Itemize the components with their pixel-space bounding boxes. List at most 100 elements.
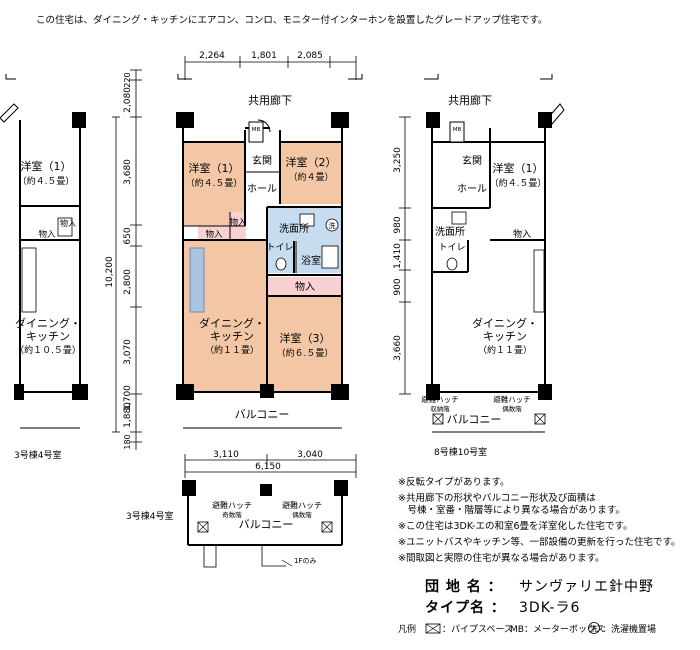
dim-left-220: 220 — [123, 72, 132, 87]
right-dk-label-2: キッチン — [483, 330, 527, 343]
dk-size: （約１１畳） — [205, 344, 259, 356]
variant-hatch-down: 避難ハッチ — [282, 500, 322, 510]
dim-right-3: 1,410 — [393, 243, 403, 269]
type-label: タイプ名 ： — [425, 600, 506, 616]
dim-bottom-total: 6,150 — [255, 462, 281, 472]
dim-left-1700: 1,700 — [123, 385, 133, 411]
closet-1-fill — [198, 226, 230, 240]
legend: 凡例 ：パイプスペース MB：メーターボックス ：洗濯機置場 — [398, 622, 656, 635]
left-western-label: 洋室（1） — [21, 159, 72, 173]
note-3: 号棟・室番・階層等により異なる場合があります。 — [398, 505, 625, 516]
right-dk-label: ダイニング・ — [472, 316, 538, 330]
estate-label: 団 地 名 ： — [425, 579, 503, 595]
variant-1f-note: 1Fのみ — [294, 557, 316, 565]
mb-label: MB — [252, 127, 261, 133]
legend-ps: ：パイプスペース — [442, 625, 513, 635]
right-hatch-down-sub: 偶数階 — [502, 404, 522, 413]
dim-right-4: 900 — [393, 278, 403, 295]
pipe-space-icon — [425, 623, 441, 634]
legend-label: 凡例 — [398, 625, 417, 635]
western-room-1-label: 洋室（1） — [189, 161, 240, 175]
type-row: タイプ名 ： 3DK-ラ6 — [425, 597, 579, 617]
note-6: ※間取図と実際の住宅が異なる場合があります。 — [398, 553, 605, 564]
variant-balcony-label: バルコニー — [239, 518, 294, 531]
right-mb-label: MB — [453, 127, 462, 133]
right-dk-size: （約１１畳） — [478, 344, 532, 356]
dim-left-5: 3,070 — [123, 339, 133, 365]
right-hatch-down: 避難ハッチ — [493, 394, 531, 404]
entrance-label: 玄関 — [252, 154, 272, 167]
dim-left-1: 2,080 — [123, 87, 133, 113]
western-room-2-fill — [280, 142, 342, 204]
dim-right-2: 980 — [393, 216, 403, 233]
dim-bottom-1: 3,110 — [213, 450, 239, 460]
variant-caption: 3号棟4号室 — [126, 510, 173, 522]
western-room-2-label: 洋室（2） — [286, 155, 337, 169]
dim-left-2: 3,680 — [123, 159, 133, 185]
right-corridor-label: 共用廊下 — [448, 93, 492, 107]
note-1: ※反転タイプがあります。 — [398, 477, 510, 488]
variant-hatch-up: 避難ハッチ — [212, 500, 252, 510]
dim-bottom-2: 3,040 — [297, 450, 323, 460]
closet-label-2: 物入 — [229, 217, 247, 228]
toilet-icon — [275, 257, 287, 271]
balcony-variant: 避難ハッチ 奇数階 避難ハッチ 偶数階 バルコニー 1Fのみ 3号棟4号室 — [126, 480, 348, 568]
western-room-2-size: （約４畳） — [288, 171, 333, 183]
western-room-3-fill — [267, 296, 342, 392]
dk-label-2: キッチン — [210, 330, 254, 343]
note-2: ※共用廊下の形状やバルコニー形状及び面積は — [398, 493, 596, 504]
dim-right-5: 3,660 — [393, 335, 403, 361]
dim-left-4: 2,800 — [123, 269, 133, 295]
right-unit-caption: 8号棟10号室 — [434, 446, 487, 458]
right-washroom-label: 洗面所 — [435, 226, 465, 238]
closet-label-1: 物入 — [205, 229, 223, 240]
right-hall-label: ホール — [457, 183, 487, 195]
washroom-label: 洗面所 — [279, 223, 309, 235]
washer-mark: 洗 — [329, 221, 336, 230]
balcony-label: バルコニー — [235, 408, 290, 421]
legend-washer-mark: 洗 — [591, 624, 598, 633]
western-room-3-label: 洋室（3） — [280, 331, 331, 345]
dim-top-1: 2,264 — [199, 51, 225, 61]
variant-hatch-up-sub: 奇数階 — [222, 510, 242, 519]
note-5: ※ユニットバスやキッチン等、一部設備の更新を行った住宅です。 — [398, 537, 681, 548]
variant-hatch-down-sub: 偶数階 — [292, 510, 312, 519]
estate-row: 団 地 名 ： サンヴァリエ針中野 — [425, 576, 653, 596]
hall-label: ホール — [247, 183, 277, 195]
legend-washer-icon — [588, 622, 600, 634]
headline: この住宅は、ダイニング・キッチンにエアコン、コンロ、モニター付インターホンを設置… — [36, 15, 548, 26]
right-closet-label: 物入 — [513, 228, 531, 240]
type-name: 3DK-ラ6 — [519, 600, 581, 616]
left-closet-1: 物入 — [38, 229, 56, 240]
dim-top-3: 2,085 — [297, 51, 323, 61]
left-unit: 洋室（1） （約４.５畳） 物入 物入 ダイニング・ キッチン （約１０.５畳）… — [0, 103, 88, 461]
sink-icon — [299, 213, 315, 227]
left-dk-label-2: キッチン — [26, 330, 70, 343]
meter-box — [248, 121, 264, 143]
dim-left-6: 1,880 — [123, 402, 133, 428]
dim-left-180: 180 — [123, 434, 132, 449]
estate-name: サンヴァリエ針中野 — [519, 579, 654, 595]
right-balcony-label: バルコニー — [447, 413, 502, 426]
dim-left-3: 650 — [123, 227, 133, 244]
left-dimension-line — [112, 69, 142, 450]
western-room-3-size: （約６.５畳） — [277, 347, 334, 359]
western-room-1-size: （約４.５畳） — [186, 177, 243, 189]
dim-right-1: 3,250 — [393, 147, 403, 173]
top-dimension-line — [184, 56, 357, 80]
legend-mb: MB：メーターボックス — [510, 625, 605, 635]
dim-top-2: 1,801 — [251, 51, 277, 61]
bath-label: 浴室 — [301, 254, 321, 267]
left-closet-2: 物入 — [60, 218, 76, 228]
dk-label: ダイニング・ — [199, 316, 265, 330]
note-4: ※この住宅は3DK-エの和室6畳を洋室化した住宅です。 — [398, 521, 633, 532]
right-dimension-line — [399, 116, 411, 395]
right-western-label: 洋室（1） — [493, 161, 544, 175]
right-hatch-up: 避難ハッチ — [421, 394, 459, 404]
right-toilet-label: トイレ — [438, 243, 465, 253]
right-hatch-up-sub: 収納階 — [430, 404, 450, 413]
toilet-label: トイレ — [266, 243, 293, 253]
right-entrance-label: 玄関 — [462, 154, 482, 167]
